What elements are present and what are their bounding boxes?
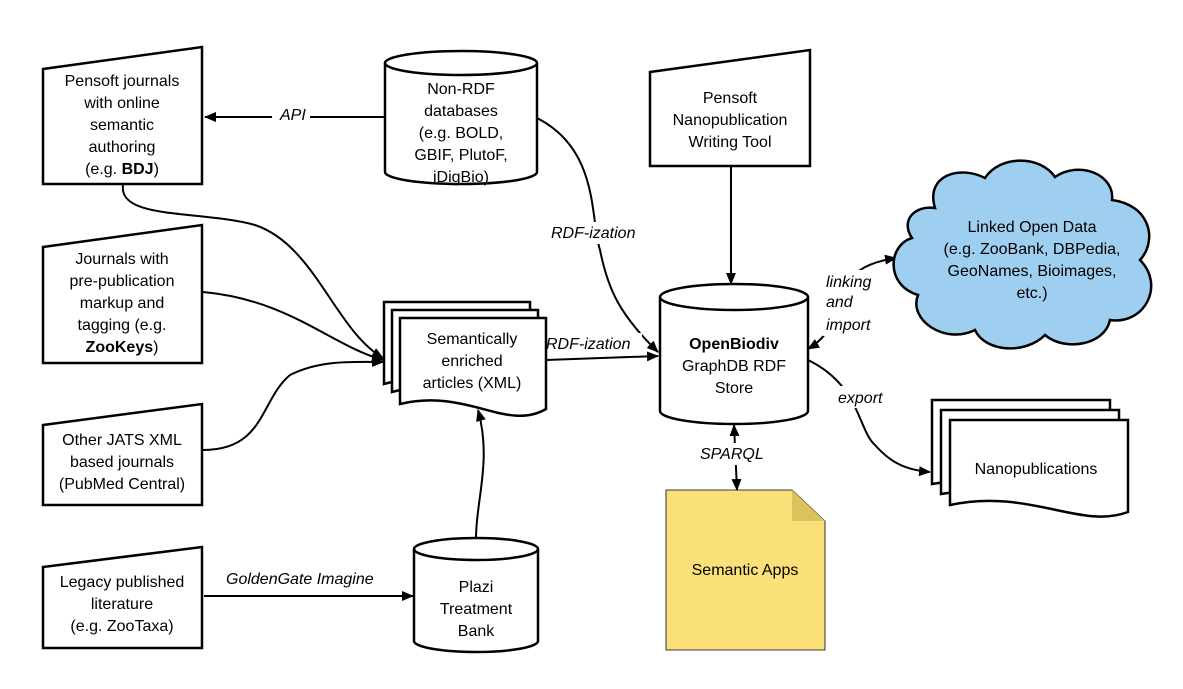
pensoft-journals-line-3: authoring — [89, 139, 156, 156]
jats-journals-line-1: based journals — [70, 454, 174, 471]
non-rdf-db-line-0: Non-RDF — [427, 81, 495, 98]
edge-label-rdfization-articles: RDF-ization — [546, 336, 631, 353]
edge-jats-to-articles — [202, 356, 384, 451]
edge-plazi-to-articles — [475, 409, 486, 539]
node-non-rdf-databases: Non-RDF databases (e.g. BOLD, GBIF, PlutoF,… — [383, 49, 539, 186]
pensoft-journals-line-4: (e.g. BDJ) — [85, 161, 159, 178]
edge-label-import: import — [826, 317, 871, 334]
writing-tool-line-1: Nanopublication — [673, 112, 788, 129]
node-label: Legacy published literature (e.g. ZooTaxa) — [60, 574, 185, 635]
edge-label-export: export — [838, 390, 883, 407]
edge-label-and: and — [826, 294, 854, 311]
linked-open-data-line-2: GeoNames, Bioimages, — [948, 263, 1117, 280]
edge-export — [807, 359, 931, 477]
edge-label-sparql: SPARQL — [700, 446, 764, 463]
openbiodiv-line-2: Store — [715, 380, 753, 397]
openbiodiv-line-0: OpenBiodiv — [689, 336, 779, 353]
plazi-line-2: Bank — [458, 623, 495, 640]
node-pensoft-journals: Pensoft journals with online semantic autho… — [41, 45, 204, 186]
node-nanopublications: Nanopublications — [930, 398, 1130, 518]
node-legacy-literature: Legacy published literature (e.g. ZooTaxa) — [41, 545, 204, 650]
jats-journals-line-0: Other JATS XML — [62, 432, 182, 449]
edge-prepub-to-articles — [202, 291, 384, 362]
node-prepub-journals: Journals with pre-publication markup and ta… — [41, 223, 204, 365]
openbiodiv-line-1: GraphDB RDF — [682, 358, 786, 375]
writing-tool-line-0: Pensoft — [703, 90, 758, 107]
node-label: Journals with pre-publication markup and ta… — [70, 251, 175, 356]
edge-label-linking: linking — [826, 274, 871, 291]
prepub-journals-line-3: tagging (e.g. — [78, 317, 167, 334]
pensoft-journals-line-0: Pensoft journals — [65, 73, 180, 90]
node-label: Semantic Apps — [692, 562, 799, 579]
pensoft-journals-line-2: semantic — [90, 117, 154, 134]
legacy-literature-line-2: (e.g. ZooTaxa) — [70, 618, 173, 635]
edge-label-api: API — [279, 107, 306, 124]
enriched-articles-line-0: Semantically — [427, 331, 518, 348]
prepub-journals-line-1: pre-publication — [70, 273, 175, 290]
plazi-line-0: Plazi — [459, 579, 494, 596]
enriched-articles-line-2: articles (XML) — [423, 375, 522, 392]
jats-journals-line-2: (PubMed Central) — [59, 476, 185, 493]
non-rdf-db-line-4: iDigBio) — [433, 169, 489, 186]
plazi-line-1: Treatment — [440, 601, 513, 618]
node-label: Pensoft journals with online semantic autho… — [65, 73, 180, 178]
legacy-literature-line-0: Legacy published — [60, 574, 185, 591]
edge-db-rdfization — [536, 117, 659, 353]
edge-articles-to-store — [545, 351, 659, 362]
node-label: Linked Open Data (e.g. ZooBank, DBPedia, G… — [944, 219, 1121, 302]
non-rdf-db-line-3: GBIF, PlutoF, — [414, 147, 507, 164]
node-label: Other JATS XML based journals (PubMed Cent… — [59, 432, 185, 493]
non-rdf-db-line-1: databases — [424, 103, 498, 120]
pensoft-journals-line-1: with online — [83, 95, 160, 112]
edge-label-goldengate: GoldenGate Imagine — [226, 571, 374, 588]
semantic-apps-line-0: Semantic Apps — [692, 562, 799, 579]
prepub-journals-line-4: ZooKeys) — [86, 339, 159, 356]
writing-tool-line-2: Writing Tool — [689, 134, 772, 151]
node-jats-journals: Other JATS XML based journals (PubMed Cent… — [41, 402, 204, 507]
node-label: Semantically enriched articles (XML) — [423, 331, 522, 392]
non-rdf-db-line-2: (e.g. BOLD, — [419, 125, 503, 142]
linked-open-data-line-1: (e.g. ZooBank, DBPedia, — [944, 241, 1121, 258]
edge-labels: API RDF-ization RDF-ization GoldenGate I… — [222, 103, 892, 590]
edge-label-rdfization-db: RDF-ization — [551, 225, 636, 242]
prepub-journals-line-2: markup and — [80, 295, 165, 312]
node-enriched-articles: Semantically enriched articles (XML) — [382, 300, 548, 418]
nanopublications-line-0: Nanopublications — [975, 461, 1098, 478]
node-semantic-apps: Semantic Apps — [665, 489, 826, 651]
node-linked-open-data: Linked Open Data (e.g. ZooBank, DBPedia, G… — [892, 159, 1153, 350]
edge-pensoft-to-articles — [121, 184, 384, 359]
linked-open-data-line-3: etc.) — [1016, 285, 1047, 302]
enriched-articles-line-1: enriched — [441, 353, 502, 370]
prepub-journals-line-0: Journals with — [75, 251, 168, 268]
node-label: Nanopublications — [975, 461, 1098, 478]
legacy-literature-line-1: literature — [91, 596, 153, 613]
linked-open-data-line-0: Linked Open Data — [968, 219, 1097, 236]
node-label: Non-RDF databases (e.g. BOLD, GBIF, PlutoF,… — [414, 81, 507, 186]
